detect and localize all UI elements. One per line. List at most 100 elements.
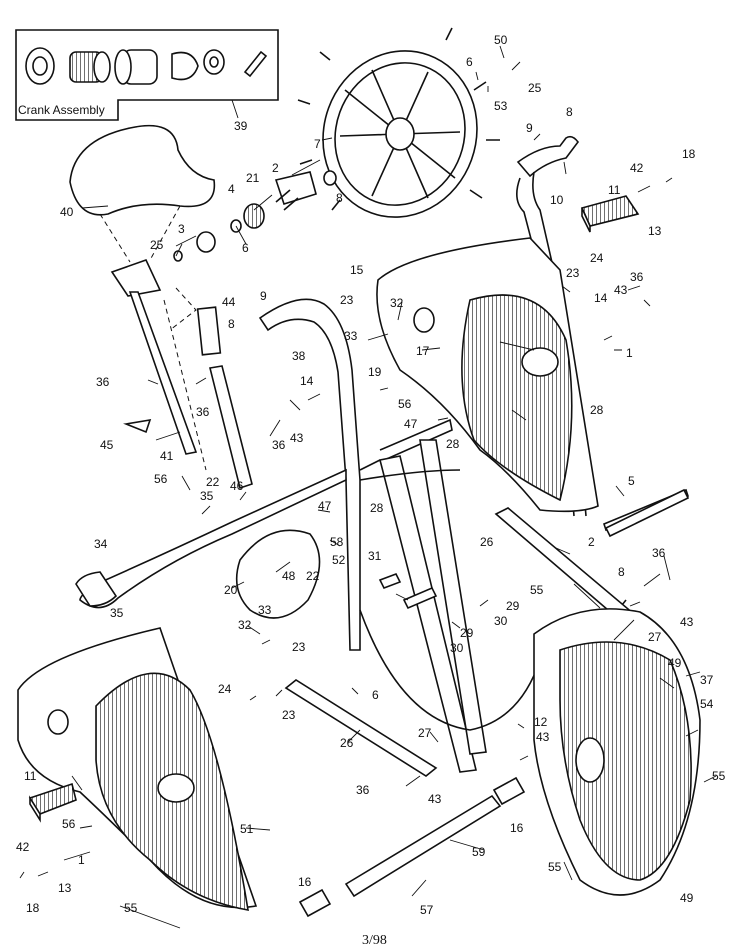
drive-parts [359, 572, 541, 731]
callout-36a: 36 [96, 375, 110, 389]
callout-24b: 24 [218, 682, 232, 696]
callout-22a: 22 [206, 475, 220, 489]
callout-23a: 23 [340, 293, 354, 307]
pedal-part-right [580, 195, 640, 233]
callout-2b: 2 [588, 535, 595, 549]
callout-45: 45 [100, 438, 114, 452]
callout-42b: 42 [16, 840, 30, 854]
callout-29a: 29 [506, 599, 520, 613]
callout-55a: 55 [530, 583, 544, 597]
callout-59: 59 [472, 845, 486, 859]
callout-52: 52 [332, 553, 346, 567]
callout-34: 34 [94, 537, 108, 551]
callout-3: 3 [178, 222, 185, 236]
fan-wheel-part [297, 27, 500, 218]
callout-6c: 6 [372, 688, 379, 702]
callout-9a: 9 [526, 121, 533, 135]
callout-36d: 36 [272, 438, 286, 452]
callout-8c: 8 [228, 317, 235, 331]
callout-8d: 8 [618, 565, 625, 579]
callout-1a: 1 [626, 346, 633, 360]
callout-40: 40 [60, 205, 74, 219]
callout-53: 53 [494, 99, 508, 113]
callout-51: 51 [240, 822, 254, 836]
callout-18a: 18 [682, 147, 696, 161]
callout-9b: 9 [260, 289, 267, 303]
clip-part [171, 51, 199, 81]
left-side-cover [17, 627, 258, 911]
inset-label: Crank Assembly [18, 103, 105, 117]
callout-43a: 43 [614, 283, 628, 297]
callout-54: 54 [700, 697, 714, 711]
callout-11a: 11 [608, 183, 621, 197]
callout-36b: 36 [196, 405, 210, 419]
seat-post-assembly [110, 259, 253, 490]
seat-part [69, 124, 216, 263]
callout-19: 19 [368, 365, 382, 379]
callout-6b: 6 [466, 55, 473, 69]
callout-6a: 6 [242, 241, 249, 255]
callout-16a: 16 [510, 821, 524, 835]
callout-44: 44 [222, 295, 236, 309]
callout-50: 50 [494, 33, 508, 47]
axle-part [604, 488, 690, 538]
callout-56a: 56 [154, 472, 168, 486]
callout-13a: 13 [648, 224, 662, 238]
callout-42a: 42 [630, 161, 644, 175]
callout-41: 41 [160, 449, 174, 463]
callout-35b: 35 [110, 606, 124, 620]
stabilizer-parts [75, 571, 526, 918]
right-side-cover [376, 237, 599, 513]
page-footer: 3/98 [362, 933, 387, 948]
handlebar-assembly [258, 135, 627, 651]
callout-43c: 43 [680, 615, 694, 629]
callout-58: 58 [330, 535, 344, 549]
callout-23c: 23 [292, 640, 306, 654]
callout-48: 48 [282, 569, 296, 583]
leader-lines [19, 45, 717, 929]
pedal-part-left [28, 782, 77, 823]
callout-8a: 8 [336, 191, 343, 205]
callout-7: 7 [314, 137, 321, 151]
callout-47b: 47 [318, 499, 332, 513]
callout-47a: 47 [404, 417, 418, 431]
callout-37: 37 [700, 673, 714, 687]
callout-38: 38 [292, 349, 306, 363]
right-shroud [533, 608, 701, 896]
main-frame [79, 418, 689, 777]
callout-13b: 13 [58, 881, 72, 895]
callout-25a: 25 [150, 238, 164, 252]
callout-25b: 25 [528, 81, 542, 95]
callout-29b: 29 [460, 626, 474, 640]
knob-part [123, 418, 152, 434]
callout-1b: 1 [78, 853, 85, 867]
callout-33a: 33 [344, 329, 358, 343]
callout-27a: 27 [648, 630, 662, 644]
callout-36c: 36 [630, 270, 644, 284]
callout-57: 57 [420, 903, 434, 917]
callout-55d: 55 [124, 901, 138, 915]
callout-8b: 8 [566, 105, 573, 119]
callout-22b: 22 [306, 569, 320, 583]
callout-numbers: 1 1 2 2 3 4 5 6 6 6 7 8 8 8 8 9 9 10 11 … [16, 33, 726, 917]
callout-5: 5 [628, 474, 635, 488]
callout-24a: 24 [590, 251, 604, 265]
callout-49a: 49 [668, 656, 682, 670]
callout-21: 21 [246, 171, 260, 185]
callout-4: 4 [228, 182, 235, 196]
callout-10: 10 [550, 193, 564, 207]
callout-28a: 28 [590, 403, 604, 417]
callout-18b: 18 [26, 901, 40, 915]
callout-26b: 26 [340, 736, 354, 750]
callout-11b: 11 [24, 769, 37, 783]
callout-36f: 36 [356, 783, 370, 797]
callout-14b: 14 [300, 374, 314, 388]
crank-assembly-inset: Crank Assembly 39 [15, 29, 279, 133]
callout-23d: 23 [282, 708, 296, 722]
callout-27b: 27 [418, 726, 432, 740]
callout-55c: 55 [548, 860, 562, 874]
callout-43e: 43 [428, 792, 442, 806]
pulley-hub-parts [173, 170, 337, 262]
callout-30a: 30 [494, 614, 508, 628]
